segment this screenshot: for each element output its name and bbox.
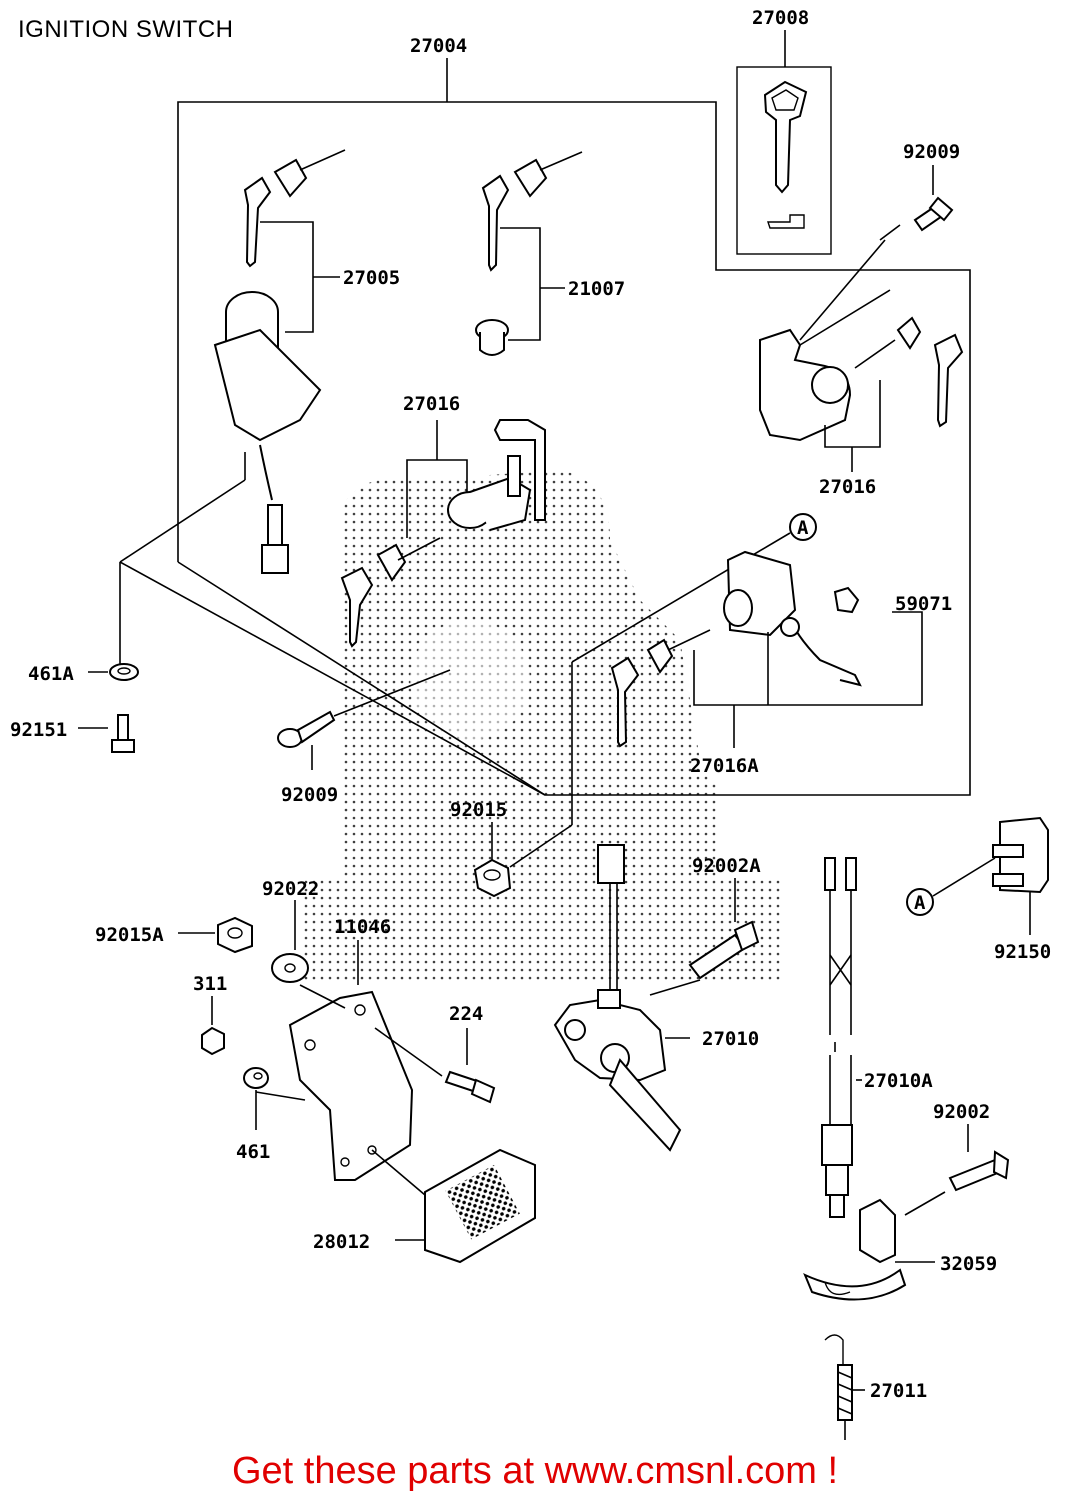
bolt-92002 xyxy=(904,1124,1010,1216)
washer-461 xyxy=(243,1067,306,1130)
label-92022: 92022 xyxy=(262,878,319,900)
screw-92009-lower xyxy=(277,669,451,770)
label-27016A: 27016A xyxy=(690,755,759,777)
label-27011: 27011 xyxy=(870,1380,927,1402)
label-27005: 27005 xyxy=(343,267,400,289)
label-461: 461 xyxy=(236,1141,270,1163)
label-32059: 32059 xyxy=(940,1253,997,1275)
label-27016-middle: 27016 xyxy=(403,393,460,415)
bracket-32059 xyxy=(803,1198,935,1301)
diagram-title: IGNITION SWITCH xyxy=(18,16,234,43)
label-27010: 27010 xyxy=(702,1028,759,1050)
lock-27016-middle xyxy=(340,419,546,648)
label-27016-right: 27016 xyxy=(819,476,876,498)
ignition-switch-27005 xyxy=(119,149,346,665)
label-27010A: 27010A xyxy=(864,1070,933,1092)
part-labels: 27004 27008 92009 27005 21007 27016 2701… xyxy=(10,7,1051,1402)
washer-461A xyxy=(88,663,139,681)
footer-text[interactable]: Get these parts at www.cmsnl.com ! xyxy=(231,1450,839,1492)
label-A-lower: A xyxy=(914,892,926,914)
label-224: 224 xyxy=(449,1003,483,1025)
label-27008: 27008 xyxy=(752,7,809,29)
spring-27011 xyxy=(824,1334,865,1440)
bracket-11046 xyxy=(288,984,414,1181)
leader-lines xyxy=(119,239,886,1052)
label-21007: 21007 xyxy=(568,278,625,300)
key-set-21007 xyxy=(475,151,583,356)
label-92002: 92002 xyxy=(933,1101,990,1123)
footer-link-banner[interactable]: Get these parts at www.cmsnl.com ! xyxy=(0,1450,1070,1493)
bolt-92151 xyxy=(78,714,135,753)
label-92002A: 92002A xyxy=(692,855,761,877)
label-27004: 27004 xyxy=(410,35,467,57)
lock-27016A xyxy=(610,550,923,748)
label-A-upper: A xyxy=(797,517,809,539)
pad-28012 xyxy=(371,1148,536,1264)
label-92015A: 92015A xyxy=(95,924,164,946)
connector-92002A xyxy=(597,844,760,990)
watermark-logo xyxy=(300,470,780,980)
screw-92009-top xyxy=(879,165,954,241)
switch-27010 xyxy=(553,979,701,1152)
parts-diagram: 27004 27008 92009 27005 21007 27016 2701… xyxy=(10,7,1051,1440)
label-92150: 92150 xyxy=(994,941,1051,963)
label-11046: 11046 xyxy=(334,916,391,938)
washer-92022 xyxy=(271,900,359,985)
nut-92015A xyxy=(178,916,253,954)
label-92015: 92015 xyxy=(450,799,507,821)
label-28012: 28012 xyxy=(313,1231,370,1253)
label-92009-lower: 92009 xyxy=(281,784,338,806)
seat-lock-27016-right xyxy=(759,289,964,472)
label-461A: 461A xyxy=(28,663,74,685)
nut-311 xyxy=(201,996,225,1056)
label-59071: 59071 xyxy=(895,593,952,615)
sensor-27010A xyxy=(821,857,862,1218)
key-27008-box xyxy=(736,30,832,255)
label-311: 311 xyxy=(193,973,227,995)
callout-A-lower xyxy=(906,816,1049,935)
nut-92015 xyxy=(473,822,512,898)
bolt-224 xyxy=(374,1027,496,1104)
callout-A-upper xyxy=(509,513,817,868)
label-92151: 92151 xyxy=(10,719,67,741)
bracket-27004 xyxy=(177,58,971,796)
label-92009-top: 92009 xyxy=(903,141,960,163)
